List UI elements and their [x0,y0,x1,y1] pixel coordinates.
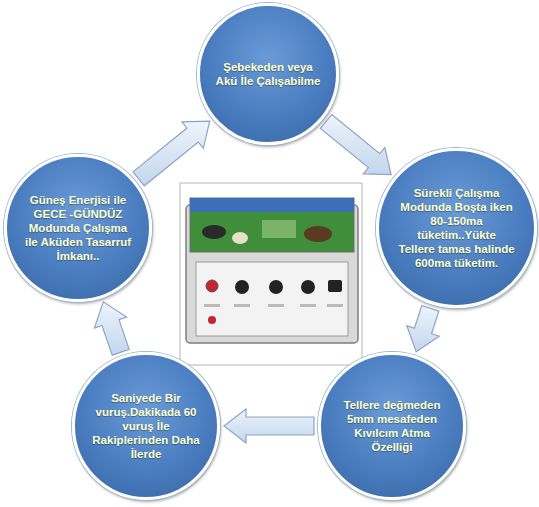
feature-text: Saniyede Bir vuruş.Dakikada 60 vuruş İle… [91,391,201,461]
panel-field [262,220,296,238]
block-arrow [320,114,391,174]
block-arrow [407,305,439,351]
panel-animal [304,226,332,242]
device-marking [204,304,220,307]
panel-animal [202,225,226,239]
device-lamp [206,280,218,292]
feature-circle: Saniyede Bir vuruş.Dakikada 60 vuruş İle… [72,352,220,500]
device-front-panel [196,262,348,336]
feature-circle: Tellere değmeden 5mm mesafeden Kıvılcım … [318,352,466,500]
feature-circle: Şebekeden veya Akü İle Çalışabilme [197,3,339,145]
device-marking [234,304,250,307]
panel-animal [232,232,248,244]
device-knob [269,280,283,294]
feature-text: Sürekli Çalışma Modunda Boşta iken 80-15… [398,186,516,270]
device-marking [327,304,343,307]
photo-frame [180,183,362,365]
feature-circle: Güneş Enerjisi ile GECE -GÜNDÜZ Modunda … [4,154,152,302]
device-knob [235,280,249,294]
device-marking [268,304,284,307]
panel-sky [190,198,354,212]
feature-text: Şebekeden veya Akü İle Çalışabilme [214,60,322,88]
device-marking [300,304,316,307]
device-top-panel [190,198,354,252]
feature-text: Güneş Enerjisi ile GECE -GÜNDÜZ Modunda … [22,193,134,263]
feature-text: Tellere değmeden 5mm mesafeden Kıvılcım … [337,398,447,454]
device-terminal [208,316,216,324]
block-arrow [133,121,210,186]
block-arrow [94,302,129,355]
block-arrow [224,409,314,443]
device-switch [328,280,342,292]
feature-circle: Sürekli Çalışma Modunda Boşta iken 80-15… [376,148,537,309]
device-knob [301,280,315,294]
